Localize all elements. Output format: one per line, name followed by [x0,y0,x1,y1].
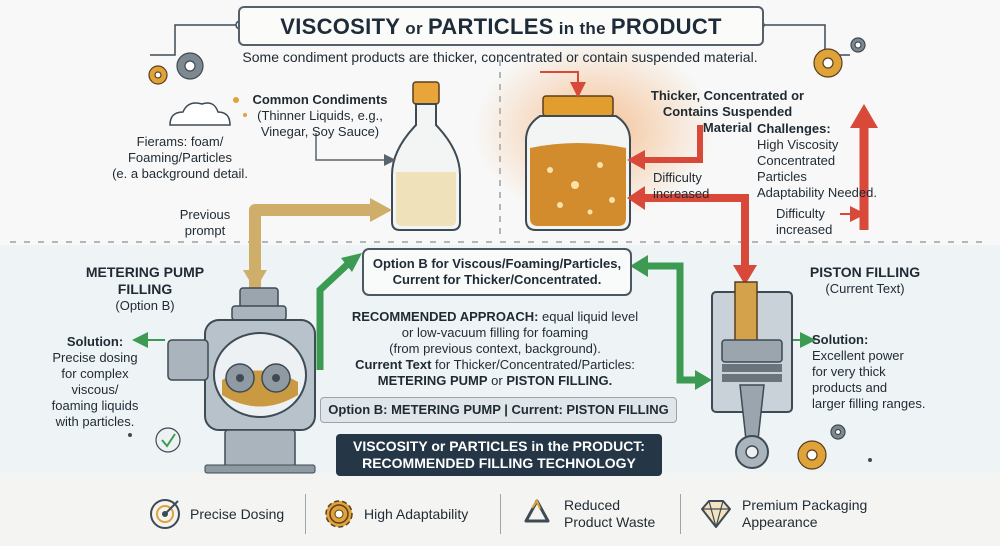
benefit-premium-packaging: Premium Packaging Appearance [698,497,867,531]
recycle-icon [524,498,550,523]
condiment-bottle-icon [391,81,461,231]
red-difficulty-arrow-1 [640,125,703,163]
condiments-label: Common Condiments (Thinner Liquids, e.g.… [252,92,388,139]
difficulty-label-1: Difficulty increased [653,170,710,201]
title-left-connector [150,24,240,56]
page-title: VISCOSITY or PARTICLES in the PRODUCT [280,14,722,39]
challenges-list: Challenges: High Viscosity Concentrated … [757,121,877,200]
foam-note: Fierams: foam/ Foaming/Particles (e. a b… [112,134,248,181]
metering-pump-title: METERING PUMP FILLING (Option B) [85,264,205,313]
benefit-reduced-waste: Reduced Product Waste [520,497,655,531]
benefit-divider-2 [500,494,501,534]
piston-title: PISTON FILLING (Current Text) [809,264,921,296]
subtitle: Some condiment products are thicker, con… [242,49,758,65]
previous-prompt-label: Previous prompt [179,207,231,238]
green-arrow-left [316,259,353,370]
recommendation-banner: VISCOSITY or PARTICLES in the PRODUCT: R… [336,434,662,476]
thick-product-jar-icon [525,95,631,231]
benefit-divider-1 [305,494,306,534]
option-strip: Option B: METERING PUMP | Current: PISTO… [320,397,677,423]
piston-illustration [711,281,793,469]
benefit-divider-3 [680,494,681,534]
check-icon [161,433,176,448]
gold-flow-arrow [249,204,372,290]
thicker-heading: Thicker, Concentrated or Contains Suspen… [650,88,805,135]
metering-pump-illustration [167,287,316,474]
title-box: VISCOSITY or PARTICLES in the PRODUCT [238,6,764,46]
diamond-icon [701,500,731,528]
target-icon [150,499,180,529]
decorative-gears [148,48,843,470]
red-difficulty-arrow-2 [640,194,749,270]
green-arrow-right [640,262,700,384]
piston-solution: Solution: Excellent power for very thick… [812,332,926,411]
metering-solution: Solution: Precise dosing for complex vis… [51,334,139,429]
option-box: Option B for Viscous/Foaming/Particles, … [362,248,632,296]
cloud-icon [169,102,231,126]
benefit-high-adaptability: High Adaptability [322,497,468,531]
benefit-precise-dosing: Precise Dosing [148,497,284,531]
difficulty-label-2: Difficulty increased [776,206,833,237]
gear-icon [325,500,353,528]
recommended-approach: RECOMMENDED APPROACH: equal liquid level… [351,309,639,388]
